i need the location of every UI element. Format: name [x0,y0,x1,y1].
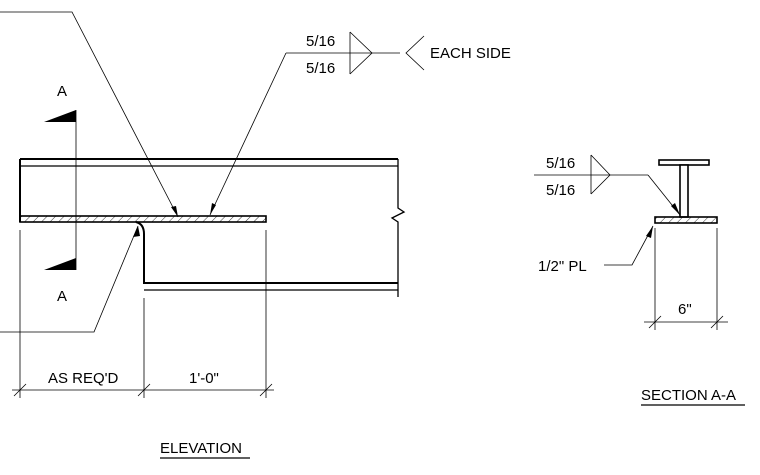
beam-lower-step [135,221,398,284]
leader-line-bottom [0,225,139,333]
elevation-title: ELEVATION [160,440,242,457]
elevation-view: A A 5/16 5/16 EACH SIDE AS REQ'D 1'-0" E… [0,11,511,459]
section-view: 5/16 5/16 1/2" PL 6" SECTION A-A [534,154,745,406]
section-plate [654,216,718,224]
fillet-weld-symbol [349,31,373,75]
plate [19,215,267,223]
dimension-as-reqd: AS REQ'D [48,370,119,387]
plate-label: 1/2" PL [538,258,587,275]
leader-line-top [0,11,179,218]
section-mark-top: A [57,83,67,100]
section-dimension-6: 6" [678,301,692,318]
section-weld-size-top: 5/16 [546,155,575,172]
break-line [390,159,406,297]
section-fillet-weld-symbol [590,154,611,195]
plate-leader-line [604,225,654,266]
weld-size-bottom: 5/16 [306,60,335,77]
section-mark-bottom: A [57,288,67,305]
weld-arrow-head [210,203,216,215]
weld-arrow-line [209,52,287,216]
section-title: SECTION A-A [641,387,736,404]
weld-tail [405,35,425,71]
weld-note: EACH SIDE [430,45,511,62]
dimension-1-0: 1'-0" [189,370,219,387]
section-weld-size-bottom: 5/16 [546,182,575,199]
leader-arrow-bottom [133,226,140,237]
section-arrow-top [44,110,76,122]
section-web [679,164,689,218]
weld-size-top: 5/16 [306,33,335,50]
leader-arrow-top [171,206,178,217]
section-arrow-bottom [44,258,76,270]
